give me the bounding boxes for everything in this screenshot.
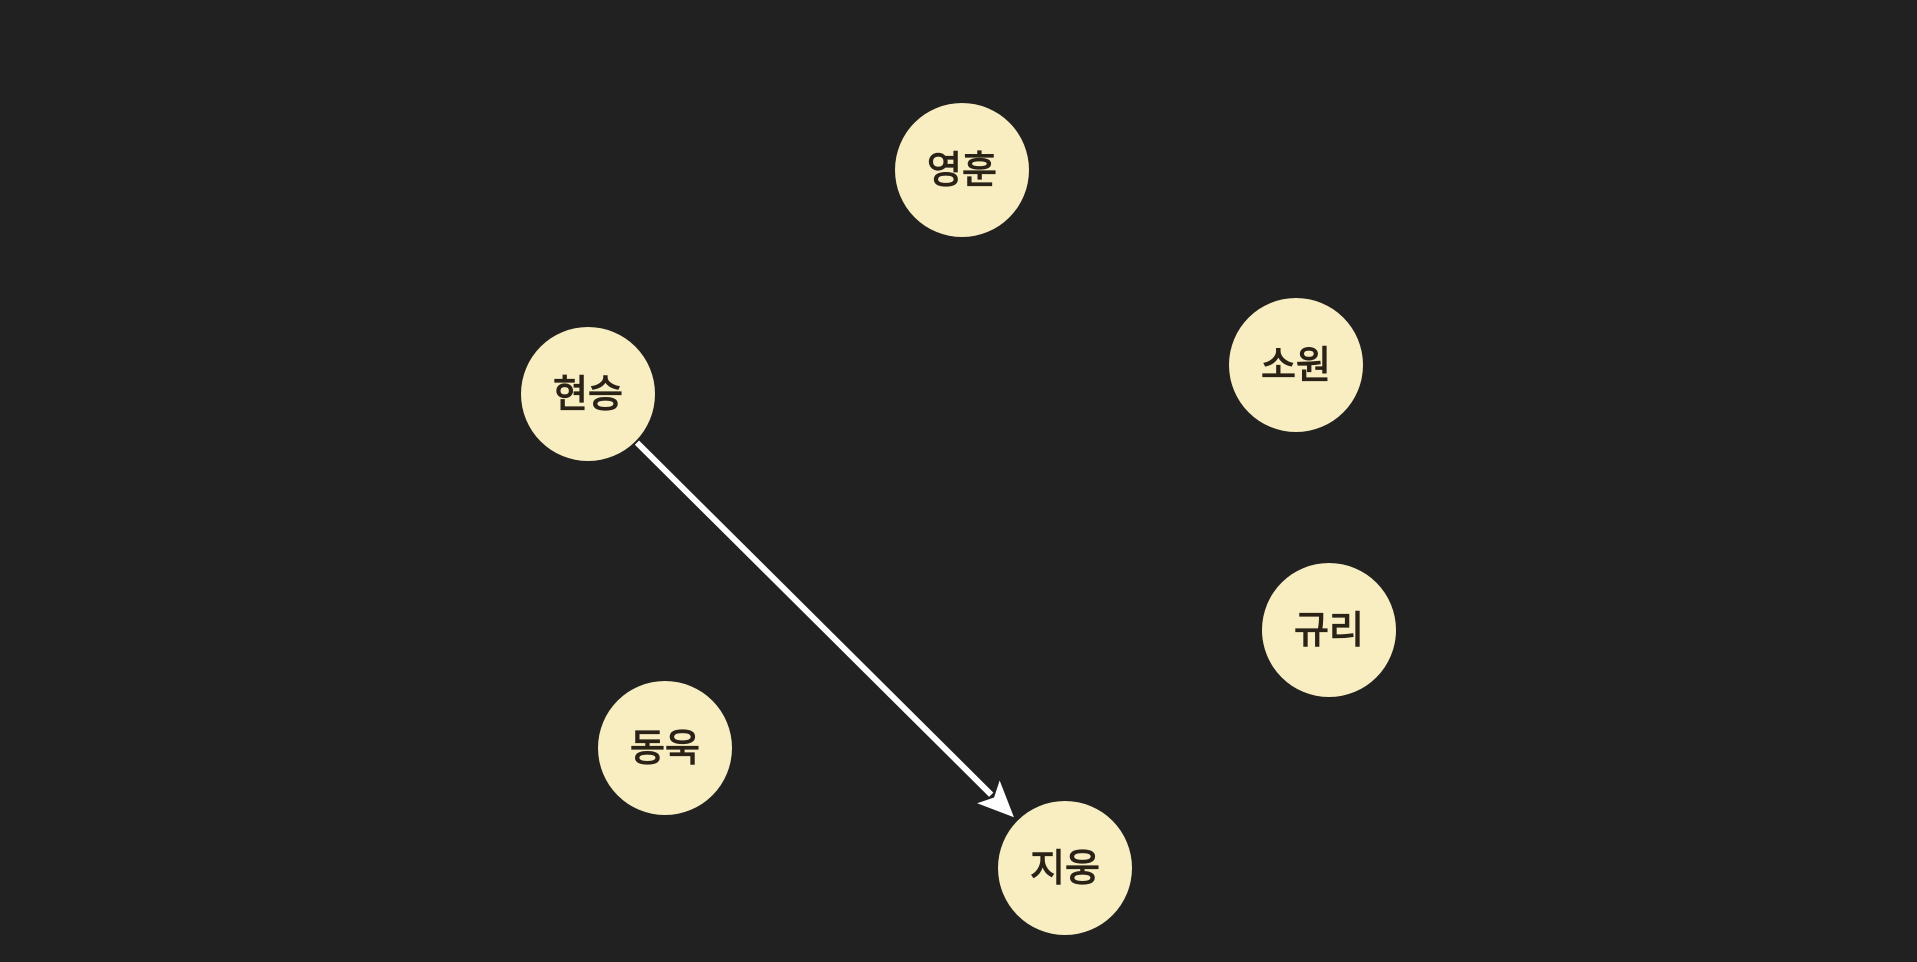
edges-layer — [634, 440, 1014, 818]
node-circle[interactable] — [598, 681, 732, 815]
edge-line — [634, 440, 994, 797]
node-label: 소원 — [1261, 343, 1331, 387]
node-circle[interactable] — [521, 327, 655, 461]
node-label: 영훈 — [927, 148, 997, 192]
node-jiung[interactable]: 지웅 — [998, 801, 1132, 935]
node-sowon[interactable]: 소원 — [1229, 298, 1363, 432]
node-circle[interactable] — [998, 801, 1132, 935]
node-gyuri[interactable]: 규리 — [1262, 563, 1396, 697]
node-yeonghun[interactable]: 영훈 — [895, 103, 1029, 237]
node-label: 지웅 — [1030, 846, 1100, 890]
node-circle[interactable] — [1229, 298, 1363, 432]
node-label: 현승 — [553, 372, 623, 416]
node-circle[interactable] — [1262, 563, 1396, 697]
node-hyeonseung[interactable]: 현승 — [521, 327, 655, 461]
node-label: 동욱 — [630, 726, 700, 770]
node-donguk[interactable]: 동욱 — [598, 681, 732, 815]
node-label: 규리 — [1294, 608, 1364, 652]
arrowhead-icon — [977, 780, 1014, 818]
edge-hyeonseung-to-jiung — [634, 440, 1014, 818]
node-circle[interactable] — [895, 103, 1029, 237]
